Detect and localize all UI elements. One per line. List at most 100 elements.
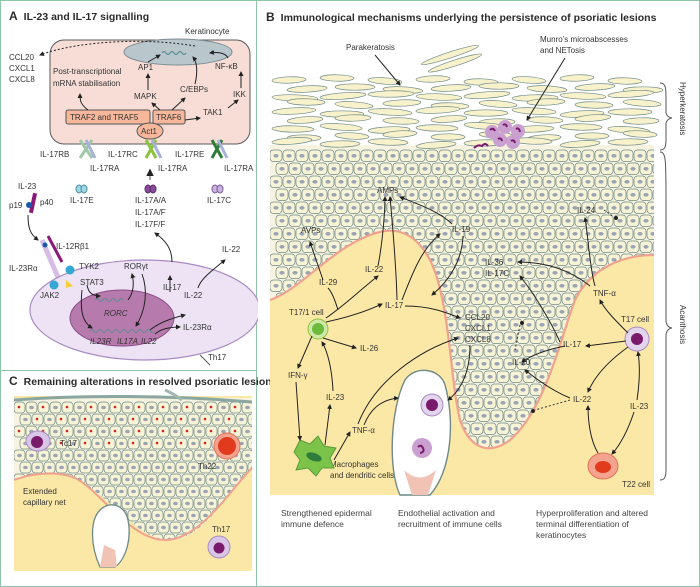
keratinocyte-label: Keratinocyte bbox=[185, 27, 230, 36]
corneocyte-flake bbox=[463, 91, 511, 99]
keratinocyte bbox=[679, 189, 691, 201]
arrow-t17-il22 bbox=[587, 346, 629, 393]
corneocyte-flake bbox=[574, 83, 616, 91]
gene-il23r: IL23R bbox=[90, 337, 112, 346]
corneocyte-flake bbox=[622, 130, 658, 138]
dashed-il20-top bbox=[514, 324, 521, 351]
arrow-il23-t22 bbox=[611, 411, 635, 455]
arrow-stat3-genes bbox=[80, 289, 93, 329]
arrow-nfkb-nucleus bbox=[209, 49, 229, 59]
label-ifng: IFN-γ bbox=[288, 371, 308, 380]
keratinocyte bbox=[679, 163, 691, 175]
act1-label: Act1 bbox=[141, 127, 158, 136]
keratinocyte bbox=[652, 266, 654, 279]
label-il17ff: IL-17F/F bbox=[135, 220, 165, 229]
node-cebps: C/EBPs bbox=[180, 85, 208, 94]
corneocyte-flake bbox=[271, 137, 313, 145]
corneocyte-flake bbox=[382, 130, 418, 138]
label-il26: IL-26 bbox=[360, 344, 379, 353]
t22-nucleus bbox=[595, 461, 611, 473]
corneocyte-flake bbox=[511, 76, 547, 84]
label-th17: Th17 bbox=[208, 353, 227, 362]
caption-1-line-2: immune defence bbox=[281, 519, 344, 529]
keratinocyte bbox=[652, 188, 654, 201]
arrow-il22-amps bbox=[377, 196, 388, 267]
keratinocyte bbox=[673, 280, 685, 292]
post-transcriptional-line1: Post-transcriptional bbox=[53, 67, 122, 76]
label-amps: AMPs bbox=[377, 186, 398, 195]
keratinocyte-nucleus bbox=[123, 38, 233, 66]
arrow-il23-t17 bbox=[636, 351, 642, 401]
arrow-il17-ligands bbox=[154, 232, 173, 263]
arrow-macrophage-tnfa bbox=[333, 431, 351, 461]
arrow-il22-il20 bbox=[524, 369, 571, 399]
arrow-munro bbox=[526, 57, 566, 121]
label-il17-out: IL-17 bbox=[163, 283, 182, 292]
corneocyte-flake bbox=[463, 109, 509, 117]
keratinocyte bbox=[673, 358, 685, 370]
label-il29: IL-29 bbox=[319, 278, 338, 287]
arrow-gene-il22 bbox=[149, 313, 186, 331]
keratinocyte bbox=[673, 150, 685, 162]
label-il23-right: IL-23 bbox=[630, 402, 649, 411]
keratinocyte bbox=[666, 267, 678, 279]
corneocyte-flake bbox=[526, 116, 564, 124]
caption-3-line-1: Hyperproliferation and altered bbox=[536, 508, 648, 518]
arrow-t171-ifng bbox=[297, 335, 313, 369]
corneocyte-flake bbox=[430, 133, 466, 141]
label-cxcl1: CXCL1 bbox=[465, 324, 491, 333]
corneocyte-flake bbox=[271, 125, 315, 133]
label-tnfa-right: TNF-α bbox=[593, 289, 616, 298]
vessel-t-cell-nucleus bbox=[426, 399, 438, 411]
node-tak1: TAK1 bbox=[203, 108, 223, 117]
corneocyte-flake bbox=[271, 76, 307, 84]
netosis-strands bbox=[473, 143, 489, 149]
label-il17re: IL-17RE bbox=[175, 150, 204, 159]
corneocyte-flake bbox=[430, 84, 472, 92]
caption-1-line-1: Strengthened epidermal bbox=[281, 508, 372, 518]
corneocyte-flake bbox=[415, 141, 457, 149]
th17-pointer bbox=[199, 354, 211, 366]
arrow-il22-secreted bbox=[197, 259, 226, 289]
corneocyte-flake bbox=[334, 83, 376, 91]
arrow-tnfa-vessel bbox=[363, 395, 399, 426]
corneocyte-flake bbox=[607, 138, 649, 146]
arrow-parakeratosis bbox=[374, 54, 401, 86]
keratinocyte bbox=[660, 150, 672, 162]
label-tnfa-left: TNF-α bbox=[352, 426, 375, 435]
chemokine-ccl20: CCL20 bbox=[9, 53, 34, 62]
arrow-tnfa-chemokines bbox=[357, 336, 459, 425]
ligand-il17e-icon bbox=[75, 184, 88, 194]
label-t171-cell: T17/1 cell bbox=[289, 308, 324, 317]
panel-b-title-text: Immunological mechanisms underlying the … bbox=[280, 12, 657, 24]
keratinocyte bbox=[666, 423, 678, 435]
corneocyte-flake bbox=[574, 114, 612, 122]
label-il17rb: IL-17RB bbox=[40, 150, 69, 159]
arrow-il17-il20 bbox=[521, 345, 566, 363]
keratinocyte bbox=[653, 449, 665, 461]
keratinocyte bbox=[666, 345, 678, 357]
panel-a-diagram: Keratinocyte CCL20 CXCL1 CXCL8 Post-tran… bbox=[9, 27, 258, 366]
arrow-il17-amps bbox=[387, 196, 398, 301]
arrow-il23-t171 bbox=[321, 341, 334, 392]
arrow-macrophage-il23 bbox=[324, 404, 332, 446]
blood-vessel bbox=[391, 369, 452, 496]
panel-a-letter: A bbox=[9, 9, 18, 23]
gene-il22: IL22 bbox=[141, 337, 157, 346]
label-il17c: IL-17C bbox=[485, 269, 509, 278]
keratinocyte bbox=[666, 397, 678, 409]
arrow-il29-avps bbox=[308, 241, 324, 281]
keratinocyte bbox=[652, 240, 654, 253]
label-il17rc: IL-17RC bbox=[108, 150, 138, 159]
corneocyte-flake bbox=[559, 123, 603, 131]
label-il17c: IL-17C bbox=[207, 196, 231, 205]
label-jak2: JAK2 bbox=[40, 291, 60, 300]
arrow-rorgt-genes bbox=[135, 273, 146, 327]
corneocyte-flake bbox=[526, 98, 566, 106]
dot-il24 bbox=[614, 216, 618, 220]
dot-il22-right bbox=[531, 409, 535, 413]
arrow-traf25-mrna bbox=[77, 93, 89, 111]
label-avps: AVPs bbox=[301, 226, 320, 235]
keratinocyte bbox=[673, 176, 685, 188]
label-cxcl8: CXCL8 bbox=[465, 335, 491, 344]
